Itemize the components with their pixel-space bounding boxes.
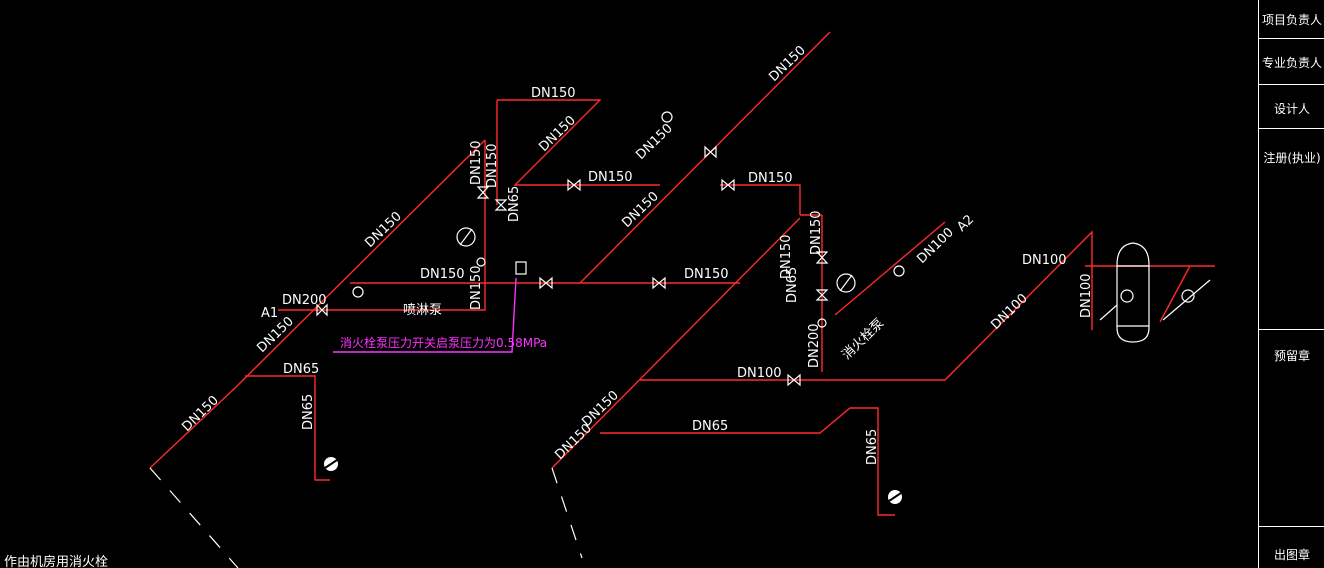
pipe-label: DN65 <box>283 362 319 377</box>
pipe-label: DN100 <box>1022 253 1067 268</box>
pipe-label: DN150 <box>779 234 794 279</box>
pipe-label: DN65 <box>865 429 880 465</box>
pipe-label: DN200 <box>282 293 327 308</box>
point-a2-label: A2 <box>954 212 977 235</box>
pipe-label: DN150 <box>485 143 500 188</box>
hydrant-symbols <box>324 457 902 504</box>
reserved-stamp-label: 预留章 <box>1273 349 1310 363</box>
pipe-label: DN150 <box>536 113 578 155</box>
pipe-label: DN150 <box>588 170 633 185</box>
title-row-reserved-stamp: 预留章 <box>1259 330 1324 527</box>
title-row-project-lead: 项目负责人 <box>1259 0 1324 39</box>
pipe-label: DN100 <box>914 225 956 267</box>
pipe-label: DN150 <box>420 267 465 282</box>
issue-stamp-label: 出图章 <box>1273 548 1310 562</box>
pipe-label: DN100 <box>737 366 782 381</box>
pipe-label: DN150 <box>633 121 675 163</box>
pipe-label: DN65 <box>785 267 800 303</box>
piping-diagram: DN150 DN200 DN150 DN150 DN65 DN150 DN150… <box>4 31 1215 568</box>
pipe-label: DN150 <box>531 86 576 101</box>
title-row-discipline-lead: 专业负责人 <box>1259 39 1324 85</box>
project-lead-label: 项目负责人 <box>1261 13 1322 27</box>
pipe-label: DN100 <box>1079 273 1094 318</box>
title-row-registered: 注册(执业) <box>1259 129 1324 330</box>
title-row-issue-stamp: 出图章 <box>1259 527 1324 568</box>
pipe-label: DN150 <box>809 210 824 255</box>
pipe-label: DN65 <box>692 419 728 434</box>
discipline-lead-label: 专业负责人 <box>1261 56 1322 70</box>
pressure-note: 消火栓泵压力开关启泵压力为0.58MPa <box>340 335 547 350</box>
pipe-label: DN65 <box>507 186 522 222</box>
pipe-label: DN150 <box>552 421 594 463</box>
pipe-label: DN150 <box>179 393 221 435</box>
spray-pump-label: 喷淋泵 <box>403 303 442 318</box>
pipe-label: DN65 <box>301 394 316 430</box>
title-block: 项目负责人 专业负责人 设计人 注册(执业) 预留章 出图章 <box>1258 0 1324 568</box>
pipe-label: DN150 <box>748 171 793 186</box>
pump-symbols <box>352 111 905 328</box>
pipe-label: DN150 <box>469 265 484 310</box>
valve-symbols <box>316 145 829 387</box>
pipe-label: DN150 <box>619 189 661 231</box>
continuation-lines <box>149 467 583 568</box>
pipe-label: DN150 <box>684 267 729 282</box>
point-a1-label: A1 <box>261 306 278 321</box>
pipe-network <box>149 31 1215 516</box>
pipe-label: DN150 <box>362 209 404 251</box>
bottom-title-text: 作由机房用消火栓 <box>4 554 108 568</box>
pipe-label: DN200 <box>807 323 822 368</box>
title-row-designer: 设计人 <box>1259 85 1324 129</box>
registered-label: 注册(执业) <box>1263 151 1321 165</box>
pressure-tank <box>1099 242 1211 343</box>
pressure-leader <box>333 277 517 353</box>
pipe-label: DN100 <box>988 291 1030 333</box>
pipe-label: DN150 <box>469 140 484 185</box>
pipe-size-labels: DN150 DN200 DN150 DN150 DN65 DN150 DN150… <box>179 43 1094 465</box>
designer-label: 设计人 <box>1273 102 1310 116</box>
fire-pump-label: 消火栓泵 <box>839 316 887 363</box>
pipe-label: DN150 <box>766 43 808 85</box>
